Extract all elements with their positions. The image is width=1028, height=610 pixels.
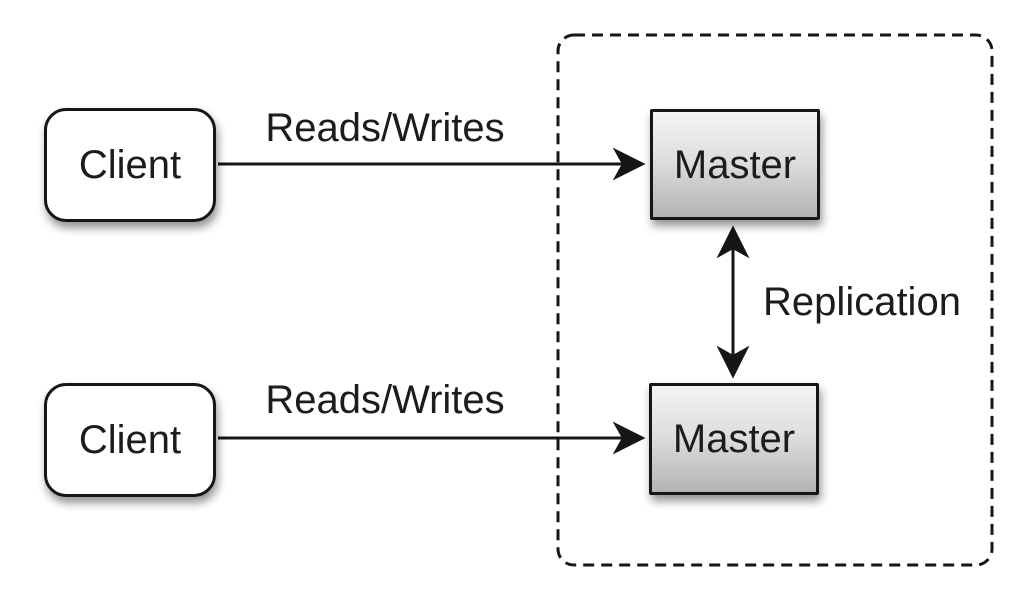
node-master-top-label: Master — [673, 142, 797, 187]
edge-label-reads-writes-top: Reads/Writes — [265, 106, 505, 150]
node-master-top: Master — [650, 109, 820, 220]
node-master-bottom: Master — [649, 383, 819, 495]
replication-boundary — [556, 33, 994, 567]
node-client-top-label: Client — [78, 143, 182, 187]
node-client-bottom: Client — [44, 383, 216, 497]
node-client-top: Client — [44, 108, 216, 222]
node-client-bottom-label: Client — [78, 418, 182, 462]
edge-label-replication: Replication — [763, 280, 961, 324]
edge-label-reads-writes-bottom: Reads/Writes — [265, 378, 505, 422]
node-master-bottom-label: Master — [672, 417, 796, 461]
